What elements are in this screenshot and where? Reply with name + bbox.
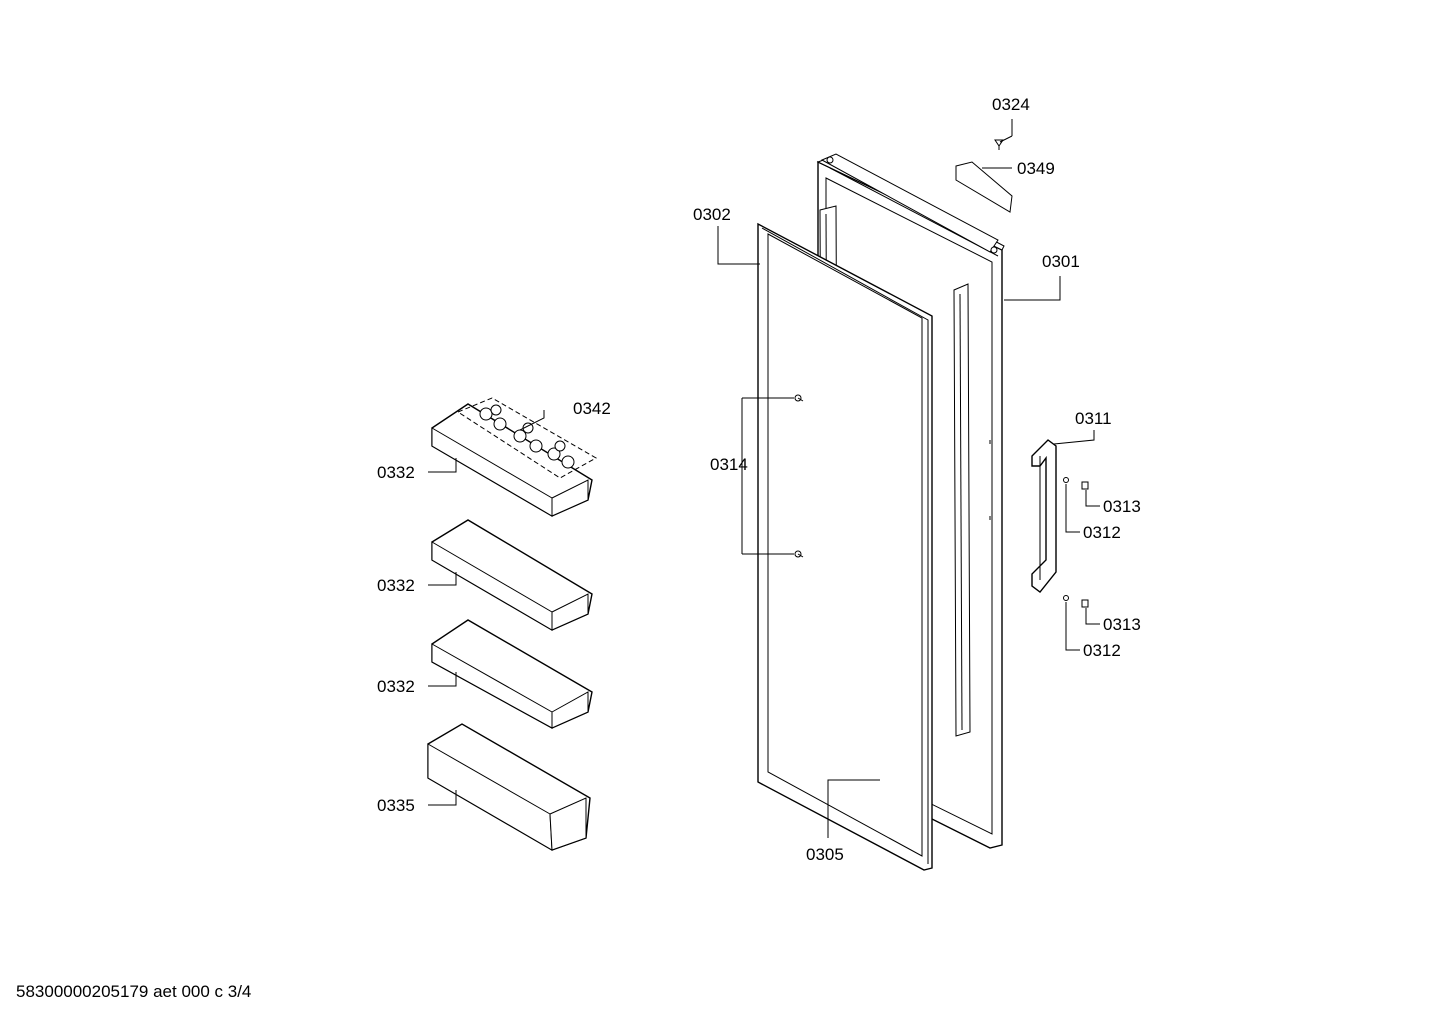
label-0342: 0342 [573,399,611,418]
label-0332-1: 0332 [377,463,415,482]
label-0312-1: 0312 [1083,523,1121,542]
door-shelf-3 [431,619,593,729]
label-0349: 0349 [1017,159,1055,178]
handle-screws [1063,477,1089,608]
screw-0314 [794,394,804,558]
label-0302: 0302 [693,205,731,224]
door-handle [1031,439,1057,593]
cover-strip-0349 [955,161,1013,213]
label-0305: 0305 [806,845,844,864]
label-0335: 0335 [377,796,415,815]
door-gasket [757,222,933,871]
door-shelf-egg-tray [431,397,598,517]
door-bottle-shelf [427,723,591,851]
label-0313-1: 0313 [1103,497,1141,516]
label-0332-2: 0332 [377,576,415,595]
label-0312-2: 0312 [1083,641,1121,660]
label-0314: 0314 [710,455,748,474]
label-0324: 0324 [992,95,1030,114]
label-0301: 0301 [1042,252,1080,271]
label-0332-3: 0332 [377,677,415,696]
label-0313-2: 0313 [1103,615,1141,634]
leader-lines [428,119,1100,838]
label-0311: 0311 [1075,409,1112,428]
drawing-footer-code: 58300000205179 aet 000 c 3/4 [16,982,252,1001]
door-shelf-2 [431,519,593,631]
